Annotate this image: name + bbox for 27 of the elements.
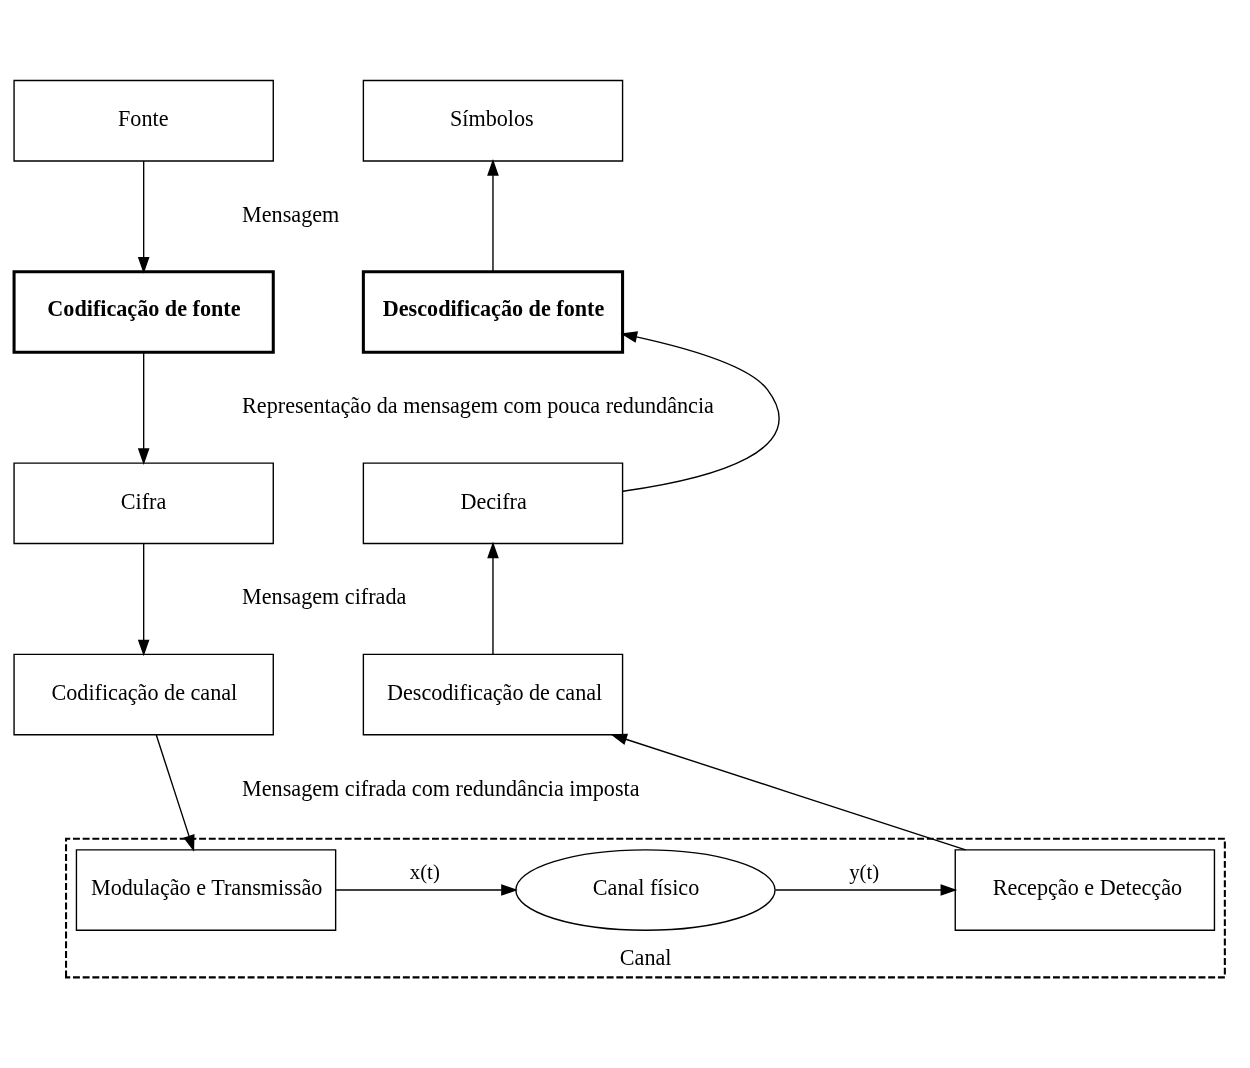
arrow [620, 330, 780, 492]
edge-label: y(t) [849, 859, 880, 883]
node-box: Fonte [13, 79, 274, 162]
arrow [137, 351, 150, 465]
label: Mensagem cifrada [242, 583, 407, 609]
arrow [610, 733, 967, 851]
node-box: Recepção e Detecção [954, 848, 1216, 931]
arrow [137, 542, 150, 656]
node-box: Cifra [13, 461, 274, 544]
arrow [335, 883, 518, 896]
node-box: Decifra [362, 461, 624, 544]
arrow [774, 883, 958, 896]
node-box: Descodificação de fonte [361, 269, 625, 354]
node-box: Modulação e Transmissão [75, 848, 337, 931]
arrow [137, 160, 150, 274]
node-box: Descodificação de canal [362, 653, 624, 735]
label: Representação da mensagem com pouca redundância [242, 392, 714, 418]
node-box: Codificação de fonte [12, 269, 275, 354]
node-box: Símbolos [362, 79, 624, 162]
node-ellipse: Canal físico [515, 848, 776, 931]
label: Mensagem cifrada com redundância imposta [242, 775, 640, 801]
label: Mensagem [242, 201, 340, 227]
arrow [155, 733, 195, 852]
arrow [487, 541, 499, 655]
edge-label: x(t) [409, 859, 440, 883]
arrow [487, 158, 499, 272]
node-box: Codificação de canal [13, 653, 274, 735]
